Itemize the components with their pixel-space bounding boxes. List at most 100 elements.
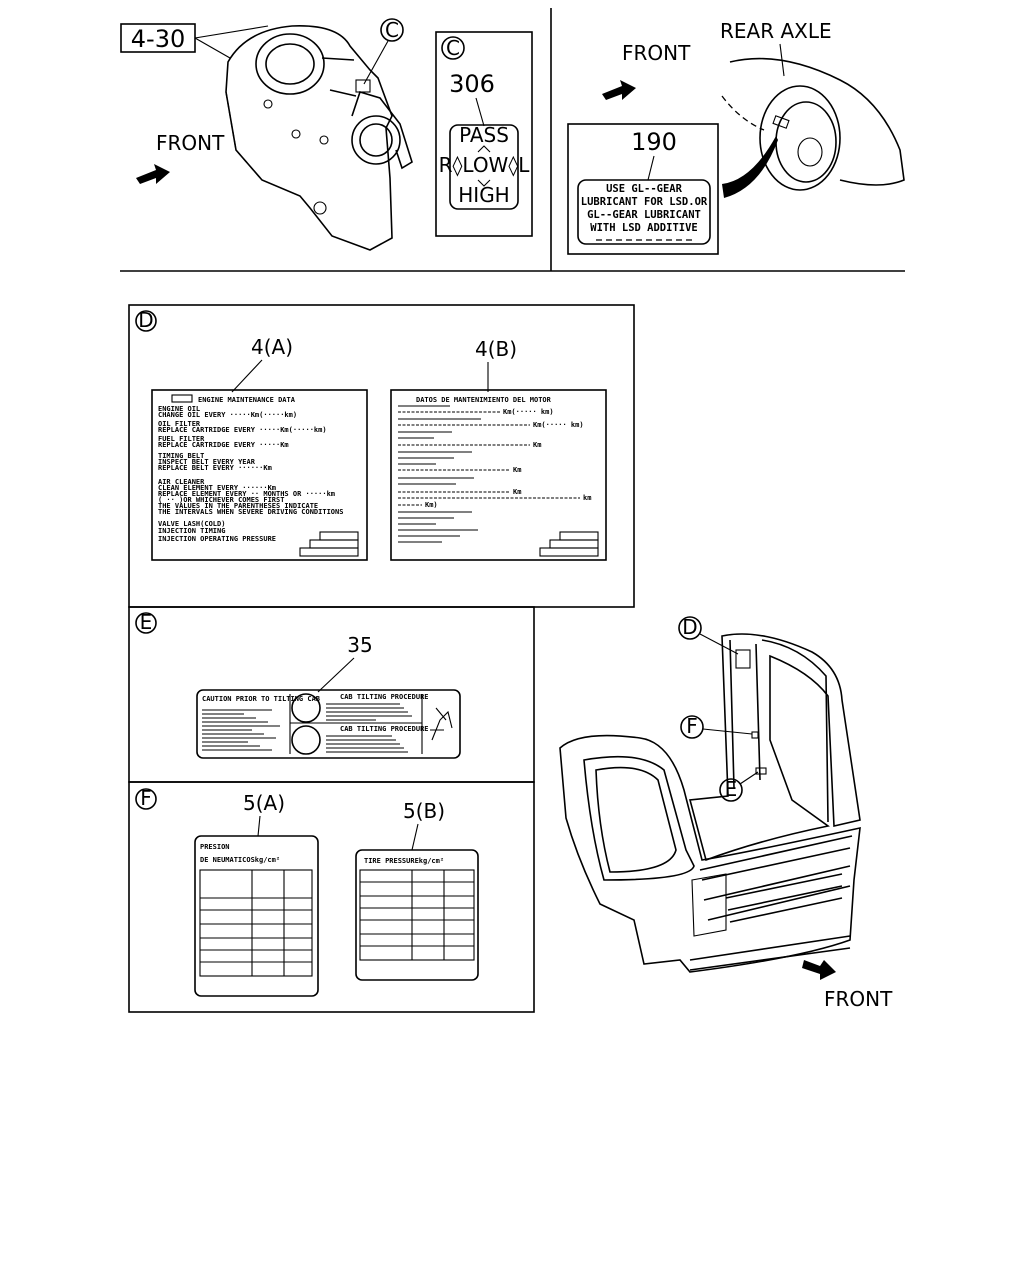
label-5b-number: 5(B) [403,799,445,823]
cab-callout-f-label: F [686,714,698,738]
label-4a-number: 4(A) [251,335,293,359]
cab-tilt-label [196,689,461,759]
cab-tilt-mid-lines [326,703,412,753]
gear-label-frame [567,123,719,255]
panel-e-label: E [140,610,153,634]
label-35-number: 35 [347,633,372,657]
leader-line [647,155,655,181]
gear-line-3: GL--GEAR LUBRICANT [587,209,701,221]
label-5a-title-2: DE NEUMATICOSkg/cm² [200,856,280,864]
label-4a [151,389,368,561]
leader-line [194,37,231,59]
label-4b-suffix: km [583,494,591,502]
cab-tilt-title-1: CAB TILTING PROCEDURE [340,693,429,701]
cab-callout-f-circle [680,715,704,739]
label-5a-title-1: PRESION [200,843,230,851]
label-4a-line: ENGINE OIL [158,405,200,413]
sign-c-circle [441,36,465,60]
leader-line [699,633,739,655]
label-4a-bars [299,531,359,557]
truck-cab-drawing [559,633,861,973]
label-4b-suffix: Km [533,441,541,449]
label-4a-box [171,394,193,403]
leader-line [475,97,485,127]
leader-line [257,815,261,837]
sign-c-label: C [446,36,460,60]
label-4a-line: FUEL FILTER [158,435,205,443]
tilt-warning-icon [291,693,321,723]
chevron-up-icon [477,145,491,153]
cab-tilt-left-title: CAUTION PRIOR TO TILTING CAB [202,695,320,703]
gear-line-1: USE GL--GEAR [606,183,683,195]
label-4a-line: AIR CLEANER [158,478,205,486]
front-arrow-icon [602,80,636,100]
label-4a-line: OIL FILTER [158,420,201,428]
callout-c-label: C [385,18,399,42]
rear-axle-label: REAR AXLE [720,19,832,43]
leader-line [231,359,263,393]
pass-sign [449,124,519,210]
gear-line-4: WITH LSD ADDITIVE [590,222,697,234]
panel-d-frame [128,304,635,608]
label-4b-title: DATOS DE MANTENIMIENTO DEL MOTOR [416,396,552,404]
label-4b-suffix: Km(····· km) [533,421,584,429]
label-4a-line: CLEAN ELEMENT EVERY ······Km [158,484,276,492]
label-4b-suffix: Km(····· km) [503,408,554,416]
label-4a-line: TIMING BELT [158,452,204,460]
label-4a-line: CHANGE OIL EVERY ·····Km(·····km) [158,411,297,419]
sign-number: 306 [449,70,495,98]
label-4b-suffix: Km [513,488,521,496]
cab-tilt-title-2: CAB TILTING PROCEDURE [340,725,429,733]
leader-line [702,728,753,735]
label-4a-line: INSPECT BELT EVERY YEAR [158,458,256,466]
leader-line [194,25,269,39]
tire-table-en [359,869,475,961]
leader-line [317,657,355,693]
label-5b-title: TIRE PRESSUREkg/cm² [364,857,444,865]
leader-line [739,771,759,785]
tilt-warning-icon [291,725,321,755]
tire-pressure-label-es [194,835,319,997]
gear-label-number: 190 [631,128,677,156]
panel-f-circle [135,788,157,810]
label-4b [390,389,607,561]
cab-callout-e-label: E [725,777,738,801]
label-4a-line: ( ·· )OR WHICHEVER COMES FIRST [158,496,284,504]
person-tilting-icon [430,707,453,741]
leader-line [363,40,389,85]
label-4a-line: REPLACE ELEMENT EVERY ·· MONTHS OR ·····… [158,490,335,498]
mount-bracket-drawing [225,25,413,251]
part-ref-label: 4-30 [131,25,185,53]
leader-line [411,823,419,851]
front-arrow-icon [136,164,170,184]
panel-d-label: D [138,308,153,332]
tire-pressure-label-en [355,849,479,981]
label-4a-title: ENGINE MAINTENANCE DATA [198,396,296,404]
callout-c-circle [380,18,404,42]
low-text: R◊LOW◊L [439,153,531,177]
cab-callout-d-circle [678,616,702,640]
label-4a-line: REPLACE BELT EVERY ······Km [158,464,272,472]
label-4a-line: VALVE LASH(COLD) [158,520,225,528]
panel-d-circle [135,310,157,332]
label-4b-suffix: Km) [425,501,438,509]
high-text: HIGH [458,183,509,207]
label-4b-number: 4(B) [475,337,517,361]
gear-lube-label [577,179,711,245]
tire-table-es [199,869,313,977]
pass-text: PASS [459,123,509,147]
axle-housing-drawing [721,57,905,198]
cab-callout-e-circle [719,778,743,802]
panel-f-frame [128,781,535,1013]
cab-front-label: FRONT [824,987,893,1011]
label-4a-line: INJECTION TIMING [158,527,225,535]
panel-f-label: F [140,786,152,810]
label-4a-line: REPLACE CARTRIDGE EVERY ·····Km [158,441,289,449]
front-arrow-icon [802,960,836,980]
label-4b-bars [539,531,599,557]
gear-line-2: LUBRICANT FOR LSD.OR [581,196,708,208]
panel-e-circle [135,612,157,634]
panel-e-frame [128,606,535,783]
